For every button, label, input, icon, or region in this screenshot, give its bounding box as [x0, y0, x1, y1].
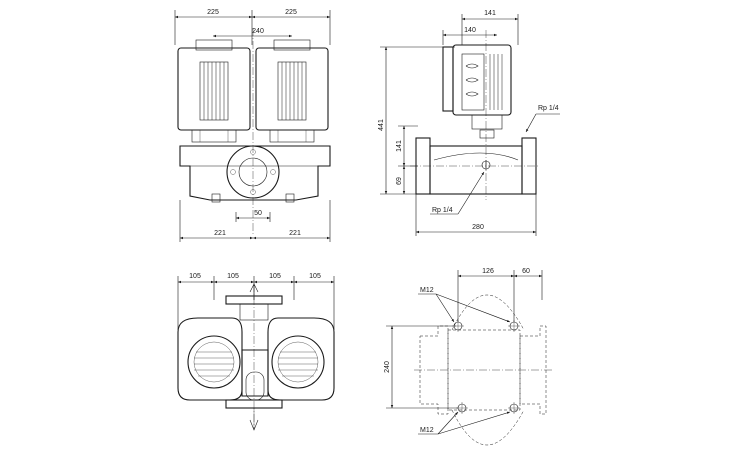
fan-grille-right — [277, 341, 319, 383]
dim-side-total-height: 441 — [378, 119, 385, 131]
label-side-port-top: Rp 1/4 — [538, 105, 559, 112]
dim-side-motor-width: 140 — [464, 27, 476, 34]
dim-side-lower-height: 69 — [396, 177, 403, 185]
dim-top-3: 105 — [269, 273, 281, 280]
dim-top-1: 105 — [189, 273, 201, 280]
top-view: 105 105 105 105 — [177, 273, 335, 431]
dim-side-upper-height: 141 — [396, 140, 403, 152]
dim-front-motor-spacing: 240 — [252, 28, 264, 35]
side-motor — [442, 44, 512, 139]
label-side-port-bottom: Rp 1/4 — [432, 207, 453, 214]
dim-flange-height: 240 — [384, 361, 391, 373]
label-bolt-top: M12 — [420, 287, 434, 294]
right-motor — [255, 39, 329, 143]
dim-top-2: 105 — [227, 273, 239, 280]
left-motor — [177, 39, 251, 143]
dim-front-top-right: 225 — [285, 9, 297, 16]
dim-flange-offset: 60 — [522, 268, 530, 275]
label-bolt-bottom: M12 — [420, 427, 434, 434]
flange-view: 126 60 240 M12 M12 — [384, 268, 552, 446]
dim-top-4: 105 — [309, 273, 321, 280]
front-view: 225 225 240 — [174, 9, 331, 242]
dim-side-length: 280 — [472, 224, 484, 231]
side-pump-body — [410, 30, 540, 200]
dim-front-flange: 50 — [254, 210, 262, 217]
dim-front-top-left: 225 — [207, 9, 219, 16]
pump-housing-front — [179, 145, 331, 203]
dim-front-base-left: 221 — [214, 230, 226, 237]
bolt-hole-bottom-right — [508, 402, 520, 414]
side-view: 141 140 — [378, 10, 560, 236]
dim-flange-hole-spacing: 126 — [482, 268, 494, 275]
bolt-hole-top-right — [508, 320, 520, 332]
dim-side-overall-width: 141 — [484, 10, 496, 17]
fan-grille-left — [193, 341, 235, 383]
dim-front-base-right: 221 — [289, 230, 301, 237]
